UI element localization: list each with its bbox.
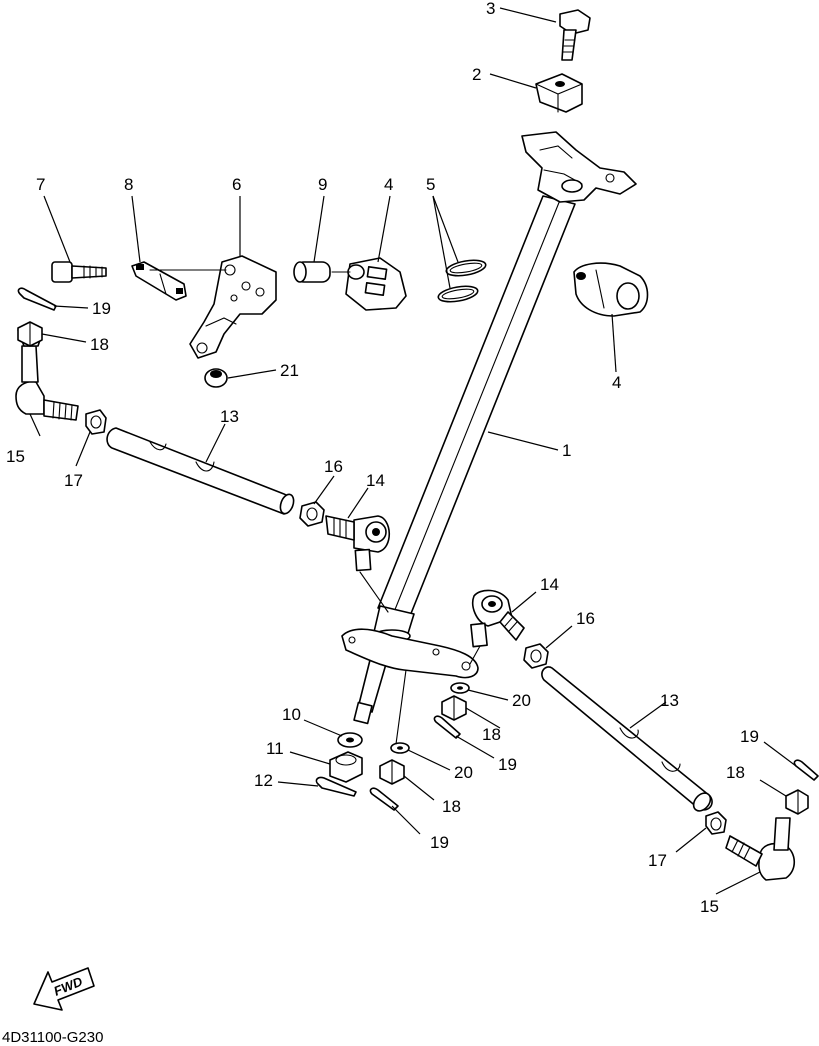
callout-14: 14: [540, 575, 559, 594]
fwd-arrow: FWD: [33, 967, 95, 1011]
tie-rod-right: [541, 666, 713, 812]
callout-20: 20: [512, 691, 531, 710]
rod-end-right: [470, 589, 525, 648]
washer-10: [337, 732, 363, 748]
callout-5: 5: [426, 175, 435, 194]
callout-15: 15: [700, 897, 719, 916]
callout-21: 21: [280, 361, 299, 380]
leader-lines: [29, 7, 797, 895]
callout-19: 19: [430, 833, 449, 852]
callout-16: 16: [324, 457, 343, 476]
lock-plate: [131, 261, 187, 301]
locknut-16-right: [523, 643, 549, 669]
castle-nut-18-mid-upper: [441, 695, 467, 721]
callout-20: 20: [454, 763, 473, 782]
callout-7: 7: [36, 175, 45, 194]
callout-18: 18: [726, 763, 745, 782]
steering-bracket: [189, 255, 277, 359]
callout-2: 2: [472, 65, 481, 84]
callout-19: 19: [740, 727, 759, 746]
castle-nut-11: [329, 751, 363, 783]
callout-6: 6: [232, 175, 241, 194]
shaft-bushing-lower: [573, 262, 649, 317]
castle-nut-18-left: [17, 321, 43, 347]
upper-shaft-clamp: [535, 73, 583, 113]
castle-nut-18-right: [785, 789, 809, 815]
cotter-pin-19-mid-lower: [369, 787, 399, 811]
pitman-arm: [341, 628, 479, 679]
callout-19: 19: [92, 299, 111, 318]
callout-19: 19: [498, 755, 517, 774]
assembly-guides: [149, 269, 481, 745]
spacer-collar: [293, 261, 331, 283]
callout-17: 17: [648, 851, 667, 870]
callout-11: 11: [266, 739, 284, 758]
callout-13: 13: [660, 691, 679, 710]
callout-18: 18: [482, 725, 501, 744]
callout-18: 18: [90, 335, 109, 354]
cotter-pin-19-left: [17, 287, 57, 311]
callout-4: 4: [384, 175, 393, 194]
tie-rod-end-right: [725, 817, 796, 881]
callout-15: 15: [6, 447, 25, 466]
callout-17: 17: [64, 471, 83, 490]
callout-1: 1: [562, 441, 571, 460]
callout-9: 9: [318, 175, 327, 194]
cotter-pin-19-right: [793, 759, 819, 781]
washer-20-lower: [390, 742, 410, 754]
locknut-17-right: [705, 811, 727, 835]
grommet-21: [204, 368, 228, 388]
callout-13: 13: [220, 407, 239, 426]
locknut-17-left: [85, 409, 107, 435]
cotter-pin-12: [315, 776, 357, 797]
callout-18: 18: [442, 797, 461, 816]
cotter-pin-19-mid-upper: [433, 715, 461, 739]
callout-labels: 1 2 3 4 4 5 6 7 8 9 10 11 12 13 13 14 14…: [6, 0, 759, 916]
tie-rod-left: [106, 427, 295, 515]
drawing-code: 4D31100-G230: [2, 1029, 103, 1046]
circlip-pair: [437, 259, 487, 303]
upper-shaft-bracket: [521, 131, 637, 203]
callout-14: 14: [366, 471, 385, 490]
callout-12: 12: [254, 771, 273, 790]
bracket-bolt: [51, 261, 107, 283]
washer-20-upper: [450, 682, 470, 694]
callout-8: 8: [124, 175, 133, 194]
shaft-bushing-upper: [345, 257, 407, 311]
clamp-bolt: [559, 9, 591, 61]
rod-end-left: [325, 515, 391, 572]
callout-4: 4: [612, 373, 621, 392]
locknut-16-left: [299, 501, 325, 527]
callout-16: 16: [576, 609, 595, 628]
callout-3: 3: [486, 0, 495, 18]
callout-10: 10: [282, 705, 301, 724]
castle-nut-18-mid-lower: [379, 759, 405, 785]
